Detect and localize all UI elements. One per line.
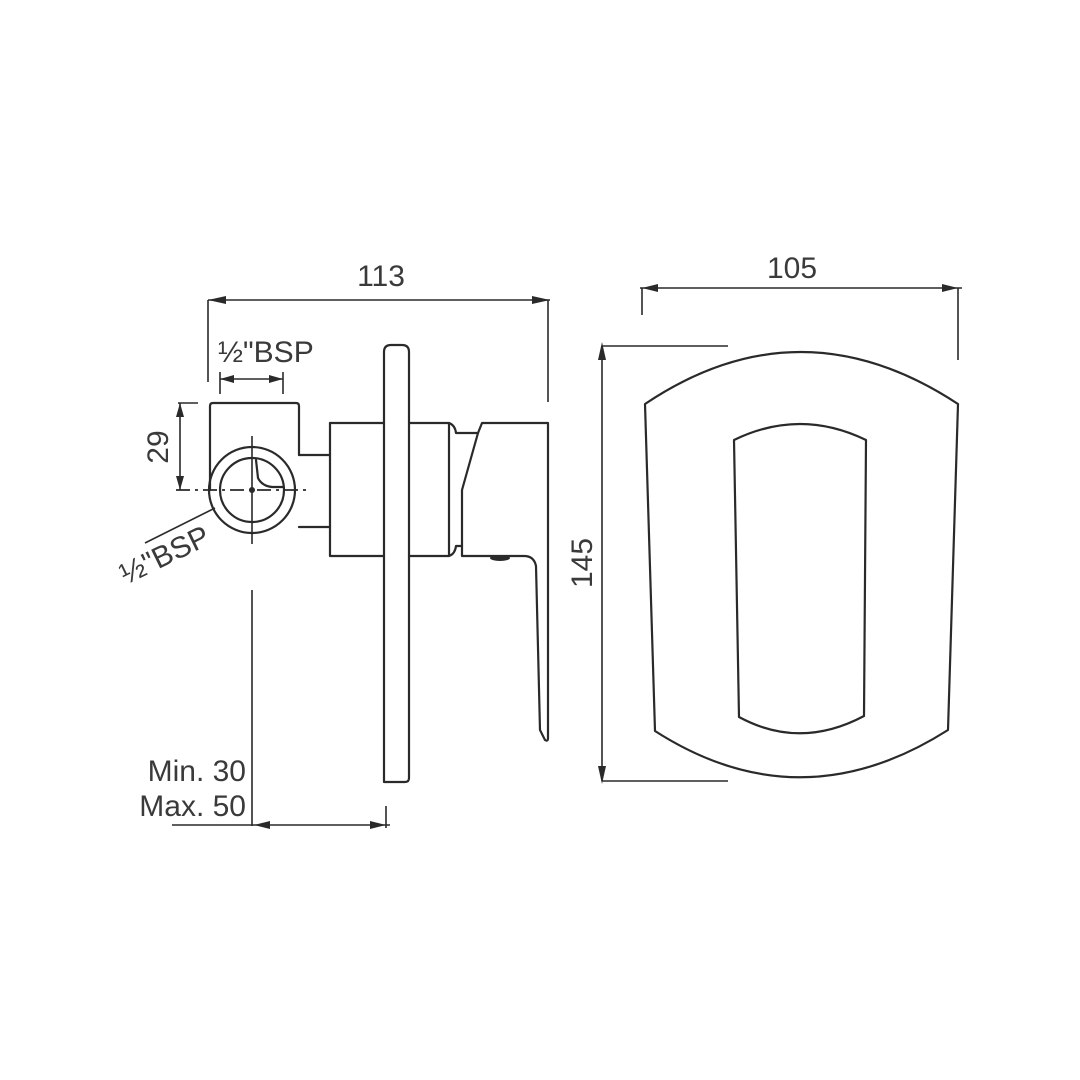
dimension-145: 145 — [566, 342, 728, 784]
front-view: 105 145 — [566, 252, 962, 784]
max-depth-label: Max. 50 — [139, 790, 246, 823]
top-bsp-label: ½"BSP — [218, 336, 314, 369]
min-depth-label: Min. 30 — [148, 755, 246, 788]
dimension-29-label: 29 — [142, 430, 175, 463]
dimension-top-bsp: ½"BSP — [218, 336, 314, 394]
dimension-113: 113 — [207, 260, 550, 402]
dimension-29: 29 — [142, 402, 198, 490]
side-view: 113 ½"BSP 29 — [115, 260, 550, 829]
side-bsp-label: ½"BSP — [115, 520, 215, 592]
dimension-105: 105 — [640, 252, 962, 360]
dimension-wall-depth: Min. 30 Max. 50 — [139, 590, 390, 829]
dimension-105-label: 105 — [767, 252, 817, 285]
dimension-113-label: 113 — [357, 260, 405, 293]
dimension-145-label: 145 — [566, 538, 599, 588]
